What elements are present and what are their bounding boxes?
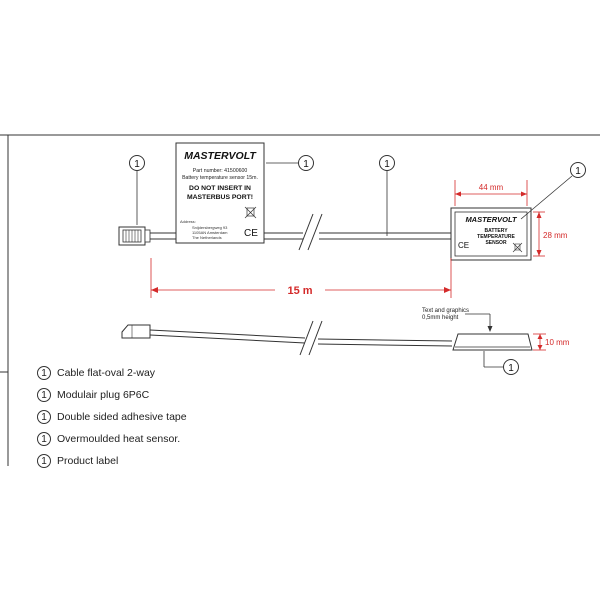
modular-plug-side — [121, 324, 151, 339]
callout-plug: 1 — [129, 155, 145, 225]
label-description: Battery temperature sensor 15m. — [182, 175, 258, 181]
note-arrow — [465, 313, 493, 332]
legend-marker: 1 — [37, 454, 51, 468]
legend-item: 1 Double sided adhesive tape — [37, 406, 257, 428]
sensor-side — [452, 333, 533, 351]
dimension-thickness — [533, 333, 546, 351]
legend-text: Double sided adhesive tape — [57, 411, 187, 423]
legend-text: Overmoulded heat sensor. — [57, 433, 181, 445]
legend: 1 Cable flat-oval 2-way 1 Modulair plug … — [37, 362, 257, 472]
legend-item: 1 Cable flat-oval 2-way — [37, 362, 257, 384]
svg-text:1: 1 — [134, 159, 140, 170]
svg-text:1: 1 — [575, 166, 581, 177]
label-part-number: Part number: 41500600 — [193, 168, 248, 174]
callout-label: 1 — [266, 155, 314, 171]
note-line-2: 0,5mm height — [422, 315, 459, 321]
svg-text:1: 1 — [384, 159, 390, 170]
cable-side — [149, 320, 453, 356]
dimension-length-label: 15 m — [287, 285, 312, 297]
label-ce-mark: CE — [244, 228, 258, 239]
note-line-1: Text and graphics — [422, 308, 469, 314]
legend-marker: 1 — [37, 432, 51, 446]
callout-sensor: 1 — [520, 162, 586, 220]
svg-text:1: 1 — [303, 159, 309, 170]
svg-text:1: 1 — [508, 363, 514, 374]
label-address-1: Snijdersbergweg 93 — [192, 225, 228, 230]
label-warning-1: DO NOT INSERT IN — [189, 185, 251, 192]
dimension-width — [454, 180, 528, 206]
legend-text: Modulair plug 6P6C — [57, 389, 150, 401]
callout-tape: 1 — [483, 351, 519, 375]
label-address-title: Address: — [180, 219, 196, 224]
dimension-thickness-label: 10 mm — [545, 338, 570, 347]
break-mark — [298, 213, 314, 251]
sensor-box-inner — [454, 211, 528, 257]
callout-cable: 1 — [379, 155, 395, 236]
dimension-length — [150, 258, 452, 298]
legend-marker: 1 — [37, 388, 51, 402]
dimension-height — [533, 211, 545, 257]
legend-text: Cable flat-oval 2-way — [57, 367, 156, 379]
label-address-2: 1105AN Amsterdam — [192, 230, 228, 235]
product-label-box — [175, 142, 265, 244]
sensor-brand: MASTERVOLT — [465, 215, 518, 224]
legend-item: 1 Modulair plug 6P6C — [37, 384, 257, 406]
sensor-box-outer — [450, 207, 532, 261]
label-brand: MASTERVOLT — [184, 150, 257, 162]
sensor-line-1: BATTERY — [484, 228, 508, 234]
legend-marker: 1 — [37, 366, 51, 380]
legend-item: 1 Overmoulded heat sensor. — [37, 428, 257, 450]
legend-marker: 1 — [37, 410, 51, 424]
sensor-ce-mark: CE — [458, 241, 469, 250]
dimension-width-label: 44 mm — [479, 183, 504, 192]
label-address-3: The Netherlands — [192, 235, 222, 240]
sensor-line-3: SENSOR — [485, 240, 507, 246]
legend-item: 1 Product label — [37, 450, 257, 472]
label-warning-2: MASTERBUS PORT! — [187, 194, 253, 201]
sensor-weee-bin-icon — [512, 242, 523, 253]
dimension-height-label: 28 mm — [543, 231, 568, 240]
modular-plug-top — [118, 226, 151, 246]
sensor-line-2: TEMPERATURE — [477, 234, 515, 240]
label-weee-bin-icon — [244, 206, 257, 219]
legend-text: Product label — [57, 455, 119, 467]
